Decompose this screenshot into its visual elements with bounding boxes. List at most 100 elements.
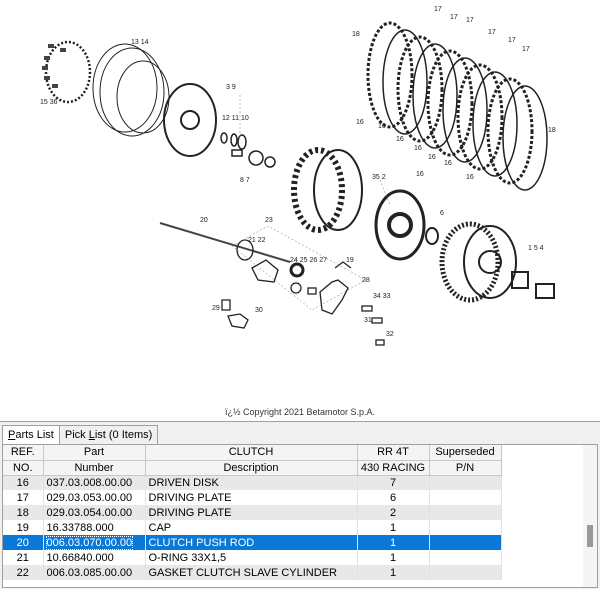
callout-16: 16: [466, 174, 474, 181]
table-row[interactable]: 16 037.03.008.00.00 DRIVEN DISK 7: [3, 475, 502, 490]
vertical-scrollbar[interactable]: [583, 445, 597, 587]
callout-16: 16: [378, 123, 386, 130]
clutch-basket: [439, 221, 555, 303]
table-row[interactable]: 21 10.66840.000 O-RING 33X1,5 1: [3, 550, 502, 565]
col-header-desc[interactable]: Description: [145, 460, 358, 476]
callout-29: 29: [212, 305, 220, 312]
callout-16: 16: [356, 119, 364, 126]
callout-15-36: 15 36: [40, 99, 58, 106]
header-row-2: NO. Number Description 430 RACING P/N: [3, 460, 502, 476]
table-row[interactable]: 17 029.03.053.00.00 DRIVING PLATE 6: [3, 490, 502, 505]
tab-pick-list[interactable]: Pick List (0 Items): [58, 425, 159, 444]
callout-17: 17: [508, 37, 516, 44]
cell-part-number: 029.03.053.00.00: [43, 490, 146, 505]
cell-superseded: [429, 505, 502, 520]
callout-13-14: 13 14: [131, 39, 149, 46]
scrollbar-thumb[interactable]: [587, 525, 593, 547]
callout-28: 28: [362, 277, 370, 284]
cell-quantity: 1: [357, 520, 430, 535]
callout-16: 16: [414, 145, 422, 152]
callout-18: 18: [352, 31, 360, 38]
parts-table-container: REF. Part CLUTCH RR 4T Superseded NO. Nu…: [2, 444, 598, 588]
clutch-hub: [291, 147, 439, 261]
table-row[interactable]: 18 029.03.054.00.00 DRIVING PLATE 2: [3, 505, 502, 520]
callout-16: 16: [444, 160, 452, 167]
col-header-ref[interactable]: REF.: [3, 445, 44, 461]
callout-23: 23: [265, 217, 273, 224]
cell-quantity: 7: [357, 475, 430, 490]
callout-20: 20: [200, 217, 208, 224]
tab-bar: Parts List Pick List (0 Items): [2, 425, 159, 445]
callout-16: 16: [416, 171, 424, 178]
exploded-diagram[interactable]: 17 17 17 17 17 17 18 18 16 16 16 16 16 1…: [0, 0, 600, 420]
cell-ref: 20: [3, 535, 44, 550]
cell-quantity: 1: [357, 565, 430, 580]
col-header-superseded[interactable]: Superseded: [429, 445, 502, 461]
col-header-number[interactable]: Number: [43, 460, 146, 476]
callout-17: 17: [450, 14, 458, 21]
small-washers: [220, 132, 276, 168]
cell-part-number: 16.33788.000: [43, 520, 146, 535]
cell-description: CAP: [145, 520, 358, 535]
callout-34-33: 34 33: [373, 293, 391, 300]
cell-ref: 19: [3, 520, 44, 535]
parts-panel: Parts List Pick List (0 Items) REF. Part…: [0, 421, 600, 589]
cell-superseded: [429, 550, 502, 565]
table-row[interactable]: 19 16.33788.000 CAP 1: [3, 520, 502, 535]
push-rod: [159, 222, 291, 263]
callout-16: 16: [396, 136, 404, 143]
col-header-430-racing[interactable]: 430 RACING: [357, 460, 430, 476]
tab-parts-list[interactable]: Parts List: [2, 425, 60, 445]
slave-cylinder: [221, 239, 385, 346]
callout-24-25-26-27: 24 25 26 27: [290, 257, 327, 264]
bolts: [42, 44, 66, 88]
callout-16: 16: [428, 154, 436, 161]
cell-description: DRIVING PLATE: [145, 490, 358, 505]
col-header-model[interactable]: RR 4T: [357, 445, 430, 461]
callout-35-2: 35 2: [372, 174, 386, 181]
cell-part-number: 037.03.008.00.00: [43, 475, 146, 490]
callout-1-5-4: 1 5 4: [528, 245, 544, 252]
cell-quantity: 1: [357, 550, 430, 565]
cell-superseded: [429, 475, 502, 490]
col-header-part[interactable]: Part: [43, 445, 146, 461]
callout-17: 17: [488, 29, 496, 36]
cell-description: DRIVEN DISK: [145, 475, 358, 490]
col-header-no[interactable]: NO.: [3, 460, 44, 476]
callout-19: 19: [346, 257, 354, 264]
callout-12-11-10: 12 11 10: [222, 115, 249, 122]
cell-superseded: [429, 565, 502, 580]
table-row-selected[interactable]: 20 006.03.070.00.00 CLUTCH PUSH ROD 1: [3, 535, 502, 550]
cell-part-number: 006.03.070.00.00: [43, 535, 146, 550]
cell-superseded: [429, 490, 502, 505]
cell-part-number: 006.03.085.00.00: [43, 565, 146, 580]
callout-17: 17: [466, 17, 474, 24]
col-header-description[interactable]: CLUTCH: [145, 445, 358, 461]
cell-part-number: 029.03.054.00.00: [43, 505, 146, 520]
callout-31: 31: [364, 317, 372, 324]
cell-ref: 21: [3, 550, 44, 565]
cell-description: DRIVING PLATE: [145, 505, 358, 520]
callout-6: 6: [440, 210, 444, 217]
callout-32: 32: [386, 331, 394, 338]
callout-21-22: 21 22: [248, 237, 266, 244]
callout-18: 18: [548, 127, 556, 134]
table-row[interactable]: 22 006.03.085.00.00 GASKET CLUTCH SLAVE …: [3, 565, 502, 580]
cell-ref: 22: [3, 565, 44, 580]
callout-8-7: 8 7: [240, 177, 250, 184]
callout-17: 17: [434, 6, 442, 13]
header-row-1: REF. Part CLUTCH RR 4T Superseded: [3, 445, 502, 461]
col-header-pn[interactable]: P/N: [429, 460, 502, 476]
callout-3-9: 3 9: [226, 84, 236, 91]
cell-ref: 17: [3, 490, 44, 505]
cell-description: CLUTCH PUSH ROD: [145, 535, 358, 550]
cell-part-number: 10.66840.000: [43, 550, 146, 565]
copyright-text: ï¿½ Copyright 2021 Betamotor S.p.A.: [224, 407, 376, 417]
leader-lines: [231, 95, 391, 311]
cell-ref: 18: [3, 505, 44, 520]
callout-30: 30: [255, 307, 263, 314]
cell-superseded: [429, 535, 502, 550]
cell-quantity: 2: [357, 505, 430, 520]
cell-quantity: 1: [357, 535, 430, 550]
parts-table: REF. Part CLUTCH RR 4T Superseded NO. Nu…: [3, 445, 502, 580]
